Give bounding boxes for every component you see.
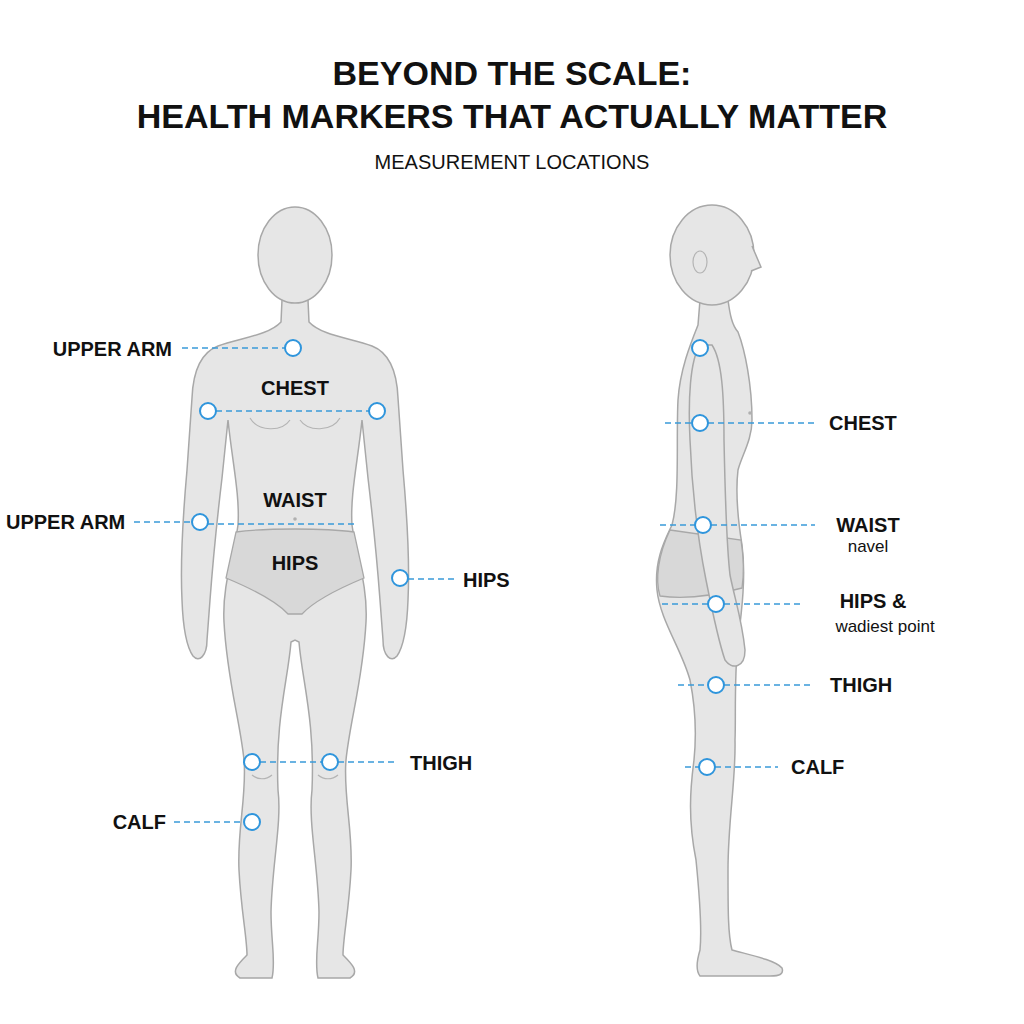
measure-point (244, 754, 260, 770)
measure-label: UPPER ARM (53, 338, 172, 361)
leader-line (708, 422, 815, 424)
side-figure (656, 205, 782, 976)
measure-label: WAIST (836, 514, 899, 537)
chest-dot (748, 411, 752, 415)
front-figure (181, 207, 408, 978)
leader-line (715, 766, 778, 768)
front-markers (192, 340, 408, 830)
leader-line (724, 684, 812, 686)
leader-line (208, 523, 358, 525)
measure-label: CHEST (261, 377, 329, 400)
measure-point (369, 403, 385, 419)
measure-label: UPPER ARM (6, 511, 125, 534)
side-arm (689, 345, 745, 666)
chest-contour (250, 418, 290, 429)
leader-line (660, 524, 695, 526)
leader-line (134, 521, 192, 523)
measure-point (244, 814, 260, 830)
measure-point (692, 415, 708, 431)
measure-label: HIPS (272, 552, 319, 575)
measure-label: HIPS (463, 569, 510, 592)
front-underwear (226, 529, 364, 614)
measure-point (392, 570, 408, 586)
leader-line (665, 422, 692, 424)
side-markers (692, 340, 724, 775)
leader-line (662, 603, 708, 605)
side-body (656, 300, 782, 976)
measure-label: THIGH (410, 752, 472, 775)
measure-point (322, 754, 338, 770)
measure-point (285, 340, 301, 356)
navel-dot (293, 517, 297, 521)
side-ear (693, 251, 707, 273)
measure-label: HIPS & (840, 590, 907, 613)
measure-point (699, 759, 715, 775)
leader-line (408, 578, 455, 580)
title: BEYOND THE SCALE: HEALTH MARKERS THAT AC… (12, 52, 1012, 138)
front-head (258, 207, 332, 303)
measure-label: WAIST (263, 489, 326, 512)
chest-contour (300, 418, 340, 429)
leader-line (182, 347, 285, 349)
leader-line (216, 410, 369, 412)
leader-line (174, 821, 244, 823)
leader-line (678, 684, 708, 686)
leader-line (260, 761, 322, 763)
front-leaders (134, 348, 455, 822)
measure-point (708, 596, 724, 612)
subtitle: MEASUREMENT LOCATIONS (375, 151, 650, 174)
side-head (670, 205, 754, 305)
leader-line (724, 603, 800, 605)
front-body (181, 300, 408, 978)
measure-label: CALF (113, 811, 166, 834)
measure-note: navel (848, 537, 889, 557)
leader-line (338, 761, 398, 763)
side-leaders (660, 423, 815, 767)
measure-point (192, 514, 208, 530)
measure-label: CHEST (829, 412, 897, 435)
measure-point (692, 340, 708, 356)
measure-label: THIGH (830, 674, 892, 697)
measure-point (708, 677, 724, 693)
measure-label: CALF (791, 756, 844, 779)
knee-contour (252, 775, 272, 779)
leader-line (711, 524, 815, 526)
measure-point (200, 403, 216, 419)
measure-point (695, 517, 711, 533)
measure-note: wadiest point (835, 617, 934, 637)
leader-line (685, 766, 699, 768)
side-nose (751, 246, 761, 271)
knee-contour (318, 775, 338, 779)
